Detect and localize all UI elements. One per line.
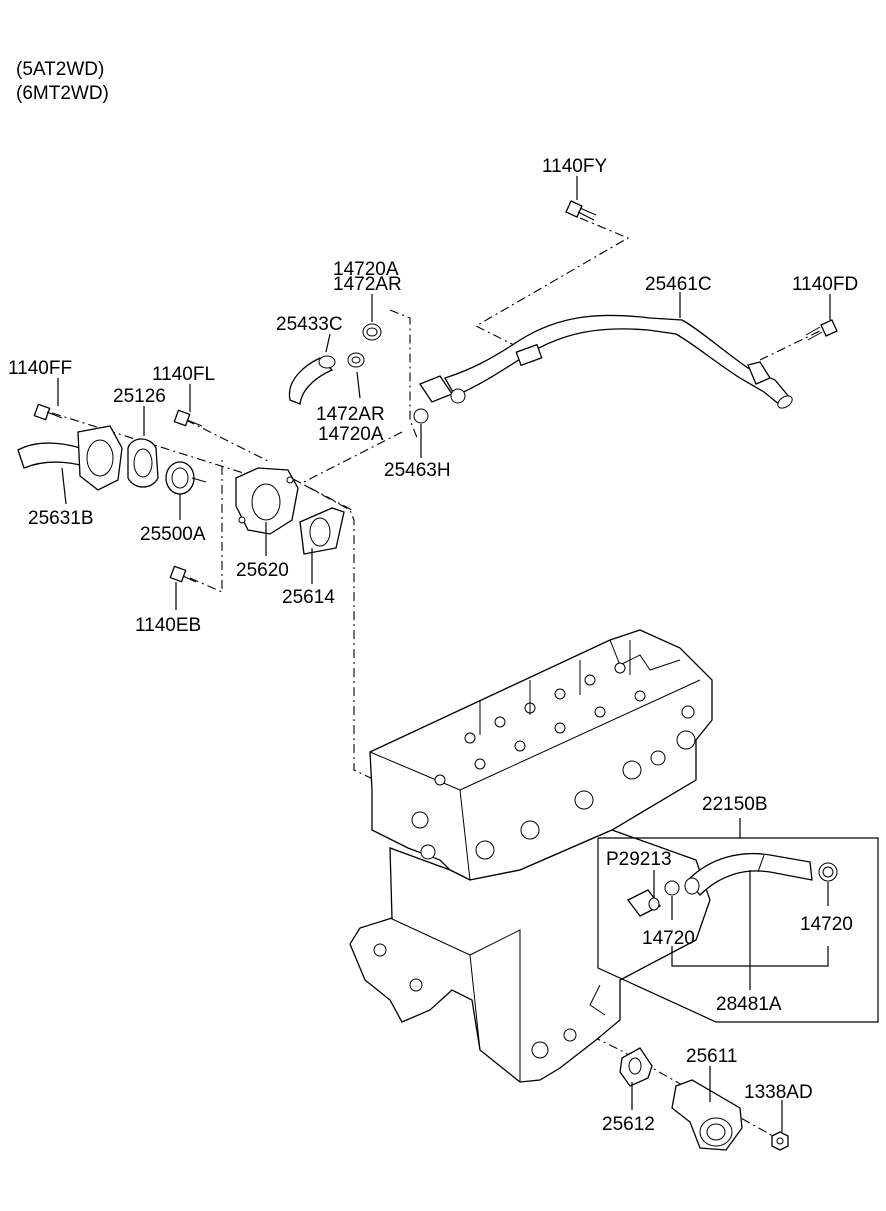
label-14720a-bottom: 14720A	[318, 424, 384, 445]
bolt-1140fy	[565, 200, 597, 221]
o-ring-25463h	[413, 408, 429, 424]
clamp-1472ar-upper	[362, 323, 382, 341]
engine-block	[349, 829, 711, 1083]
label-22150b: 22150B	[702, 794, 768, 815]
label-25620: 25620	[236, 560, 289, 581]
label-1140fl: 1140FL	[152, 364, 215, 385]
label-1472ar-top: 1472AR	[333, 274, 402, 295]
bolt-1140ff	[33, 403, 63, 421]
label-1338ad: 1338AD	[744, 1082, 813, 1103]
outlet-fitting-25611	[671, 1079, 743, 1151]
label-25612: 25612	[602, 1114, 655, 1135]
water-pipe-25461c	[419, 314, 793, 409]
thermostat-housing-25620	[235, 467, 299, 535]
gasket-25612	[619, 1047, 653, 1087]
hose-kit-box	[597, 818, 879, 1023]
gasket-25614	[299, 507, 345, 555]
label-1140fd: 1140FD	[792, 274, 858, 295]
label-p29213: P29213	[606, 849, 672, 870]
label-25500a: 25500A	[140, 524, 206, 545]
label-1140ff: 1140FF	[8, 358, 72, 379]
nut-1338ad	[771, 1131, 789, 1151]
label-25433c: 25433C	[276, 314, 343, 335]
variant-note-5at2wd: (5AT2WD)	[16, 59, 104, 80]
label-25611: 25611	[686, 1046, 737, 1067]
cylinder-head	[369, 629, 713, 881]
variant-note-6mt2wd: (6MT2WD)	[16, 83, 109, 104]
bolt-1140eb	[169, 565, 197, 583]
bolt-1140fd	[805, 319, 838, 341]
clamp-14720-left	[664, 880, 680, 896]
label-14720-left: 14720	[642, 928, 695, 949]
label-25461c: 25461C	[645, 274, 712, 295]
label-1140eb: 1140EB	[135, 615, 201, 636]
clamp-14720-right	[818, 862, 838, 882]
gasket-25126	[127, 438, 159, 488]
label-1140fy: 1140FY	[542, 156, 607, 177]
clamp-1472ar-lower	[347, 352, 365, 368]
label-25126: 25126	[113, 386, 166, 407]
thermostat-25500a	[165, 461, 207, 495]
label-14720a-top: 14720A	[333, 259, 399, 280]
label-1472ar-bottom: 1472AR	[316, 404, 385, 425]
label-25463h: 25463H	[384, 460, 451, 481]
label-14720-right: 14720	[800, 914, 853, 935]
label-25614: 25614	[282, 587, 335, 608]
label-28481a: 28481A	[716, 994, 782, 1015]
part-labels: 1140FY 14720A 1472AR 25461C 1140FD 25433…	[8, 156, 858, 1135]
label-25631b: 25631B	[28, 508, 94, 529]
hose-25433c	[288, 355, 336, 405]
leader-lines	[57, 176, 831, 1132]
hose-28481a	[684, 852, 813, 896]
bolt-1140fl	[173, 409, 203, 427]
inlet-pipe-25631b	[17, 425, 123, 491]
